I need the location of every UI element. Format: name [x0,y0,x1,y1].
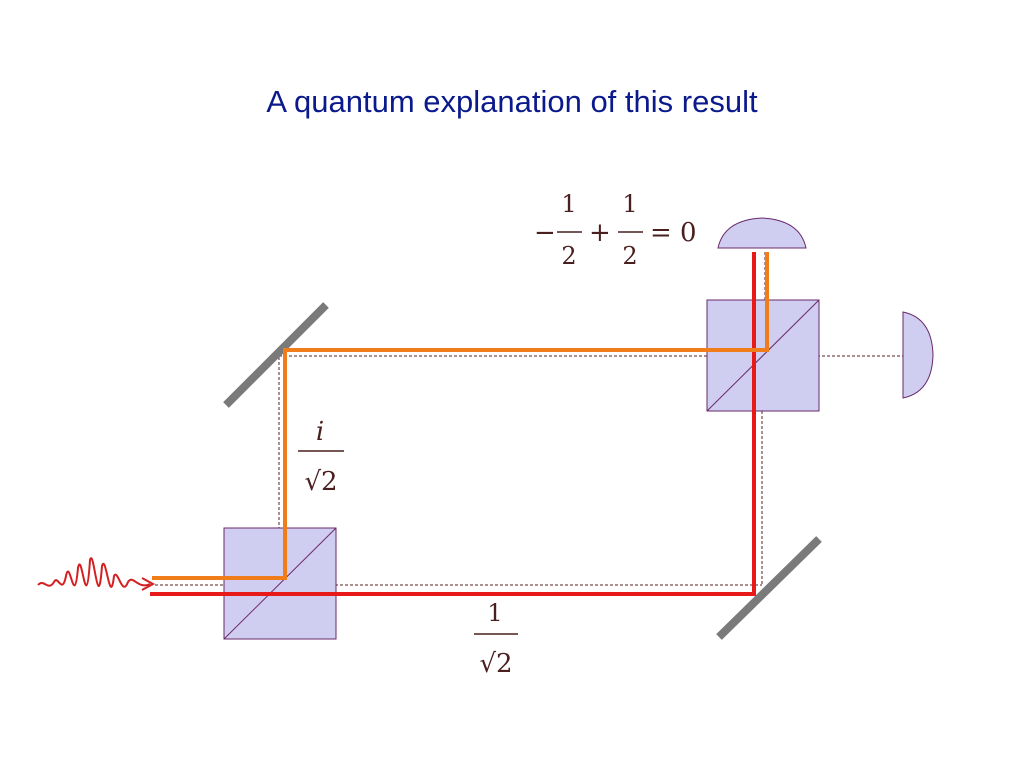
left-fraction-denominator: √2 [304,467,337,497]
detector-right [902,311,934,399]
top-amplitude-sum-label: − 1 2 + 1 2 = 0 [534,190,697,270]
detector-top [717,217,807,249]
top-fraction-2-numerator: 1 [622,190,637,218]
beam-splitter-output [706,299,820,412]
mirror-bottom-right [716,536,822,640]
top-fraction-1-numerator: 1 [561,190,576,218]
bottom-fraction-numerator: 1 [487,599,502,627]
orange-beam-path [152,252,769,580]
bottom-amplitude-label: 1 √2 [474,599,518,679]
slide-title: A quantum explanation of this result [266,84,758,119]
top-minus-sign: − [534,218,556,248]
photon-wave-packet [37,557,156,591]
beam-splitter-input [223,527,337,640]
bottom-fraction-denominator: √2 [479,649,512,679]
top-equals-zero: = 0 [650,218,697,248]
top-fraction-2-denominator: 2 [622,242,637,270]
left-amplitude-label: i √2 [298,417,344,497]
top-plus-sign: + [589,218,611,248]
red-beam-path [150,252,756,596]
mirror-top-left [223,302,329,408]
left-fraction-numerator: i [316,417,324,447]
top-fraction-1-denominator: 2 [561,242,576,270]
